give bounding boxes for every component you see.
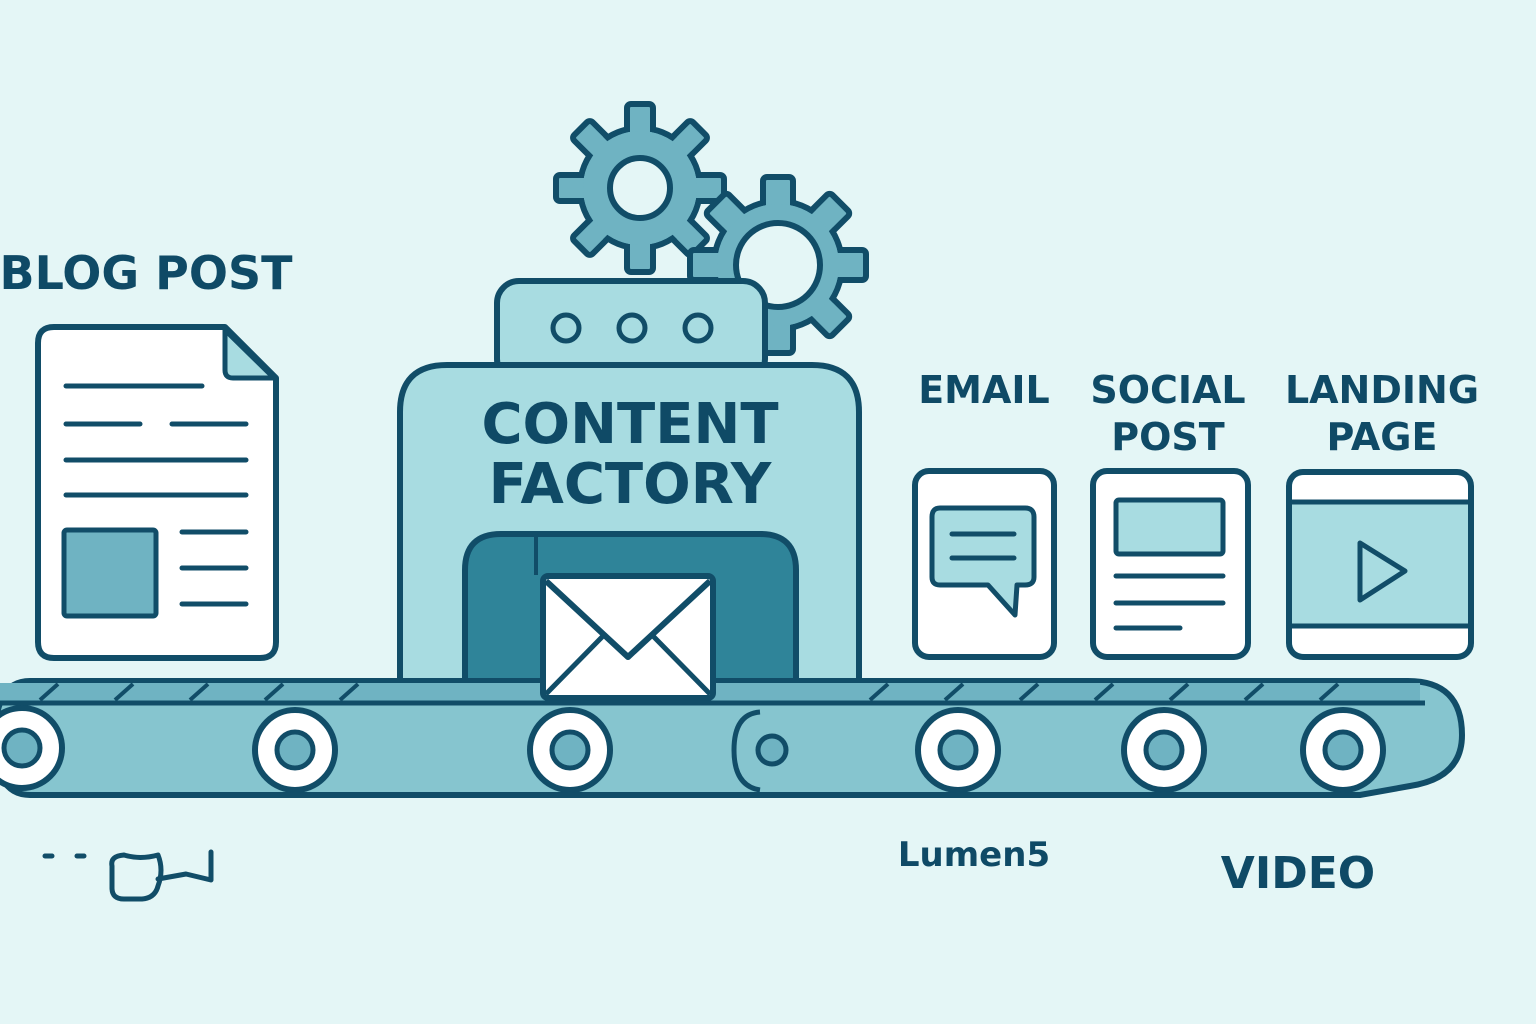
play-icon — [1357, 540, 1408, 603]
indicator-light — [682, 312, 714, 344]
factory-title-line1: CONTENT — [481, 392, 778, 457]
roller — [755, 733, 789, 767]
roller — [527, 707, 613, 793]
landing-page-label-line2: PAGE — [1327, 415, 1438, 459]
roller — [252, 707, 338, 793]
roller — [1300, 707, 1386, 793]
landing-page-label-line1: LANDING — [1285, 368, 1479, 412]
social-post-label-line1: SOCIAL — [1090, 368, 1245, 412]
indicator-light — [616, 312, 648, 344]
garbled-scribble — [42, 849, 214, 902]
blog-post-label: BLOG POST — [0, 246, 293, 300]
gear-icon-small — [553, 101, 727, 275]
email-label: EMAIL — [918, 368, 1050, 412]
landing-page-card — [1286, 469, 1474, 660]
social-post-label-line2: POST — [1111, 415, 1225, 459]
conveyor-belt — [0, 678, 1466, 798]
factory-title-line2: FACTORY — [489, 452, 773, 517]
roller — [1121, 707, 1207, 793]
roller — [0, 705, 65, 791]
video-label: VIDEO — [1221, 848, 1375, 899]
social-post-card — [1090, 468, 1251, 660]
document-icon — [35, 324, 279, 661]
image-placeholder-icon — [61, 527, 159, 619]
indicator-light — [550, 312, 582, 344]
envelope-icon — [540, 573, 716, 701]
lumen5-label: Lumen5 — [898, 835, 1050, 875]
roller — [915, 707, 1001, 793]
email-card — [912, 468, 1057, 660]
image-placeholder-icon — [1113, 497, 1226, 557]
